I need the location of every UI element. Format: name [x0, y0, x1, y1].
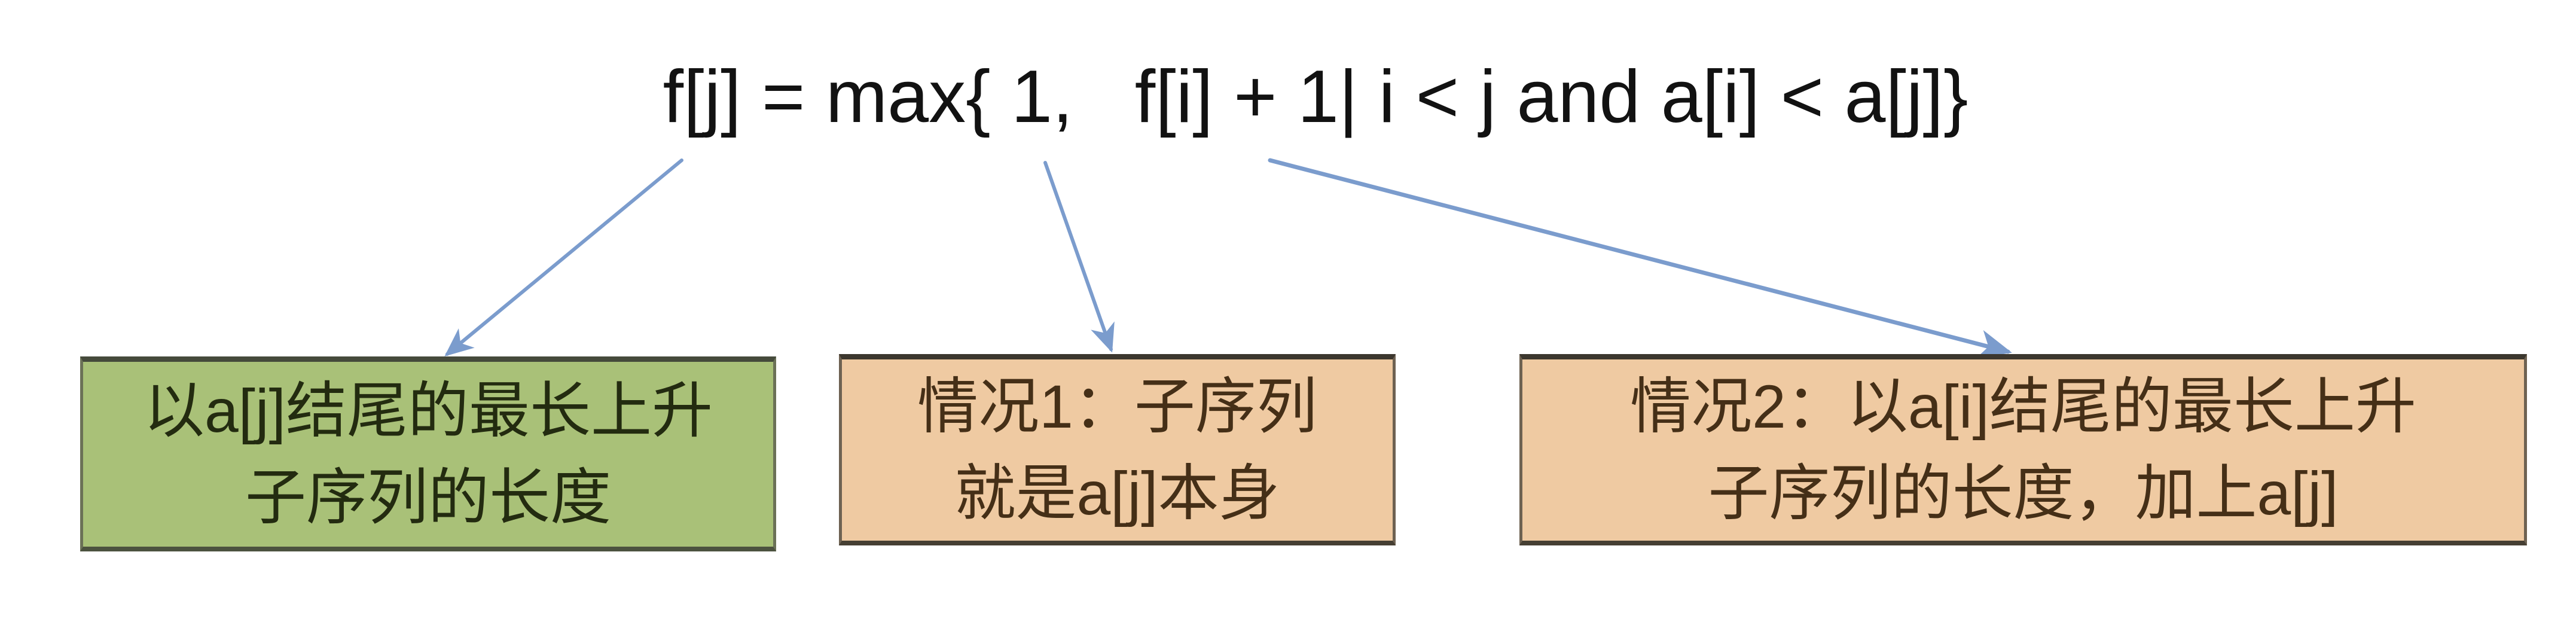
case1-box-line2: 就是a[j]本身 — [954, 459, 1280, 528]
case2-box-line2: 子序列的长度，加上a[j] — [1708, 459, 2339, 528]
case1-box: 情况1：子序列 就是a[j]本身 — [839, 354, 1396, 545]
case1-box-line1: 情况1：子序列 — [917, 372, 1317, 441]
arrow-one-to-case1-box — [1043, 161, 1115, 353]
arrow-fi-plus-1-to-case2-box — [1268, 158, 2012, 359]
definition-box-line1: 以a[j]结尾的最长上升 — [143, 376, 713, 445]
case2-box: 情况2：以a[i]结尾的最长上升 子序列的长度，加上a[j] — [1519, 354, 2527, 545]
definition-box: 以a[j]结尾的最长上升 子序列的长度 — [80, 356, 776, 551]
arrow-fj-to-definition-box — [444, 158, 683, 356]
definition-box-line2: 子序列的长度 — [245, 463, 611, 532]
formula-text: f[j] = max{ 1, f[i] + 1| i < j and a[i] … — [663, 56, 1968, 138]
case2-box-line1: 情况2：以a[i]结尾的最长上升 — [1630, 372, 2416, 441]
